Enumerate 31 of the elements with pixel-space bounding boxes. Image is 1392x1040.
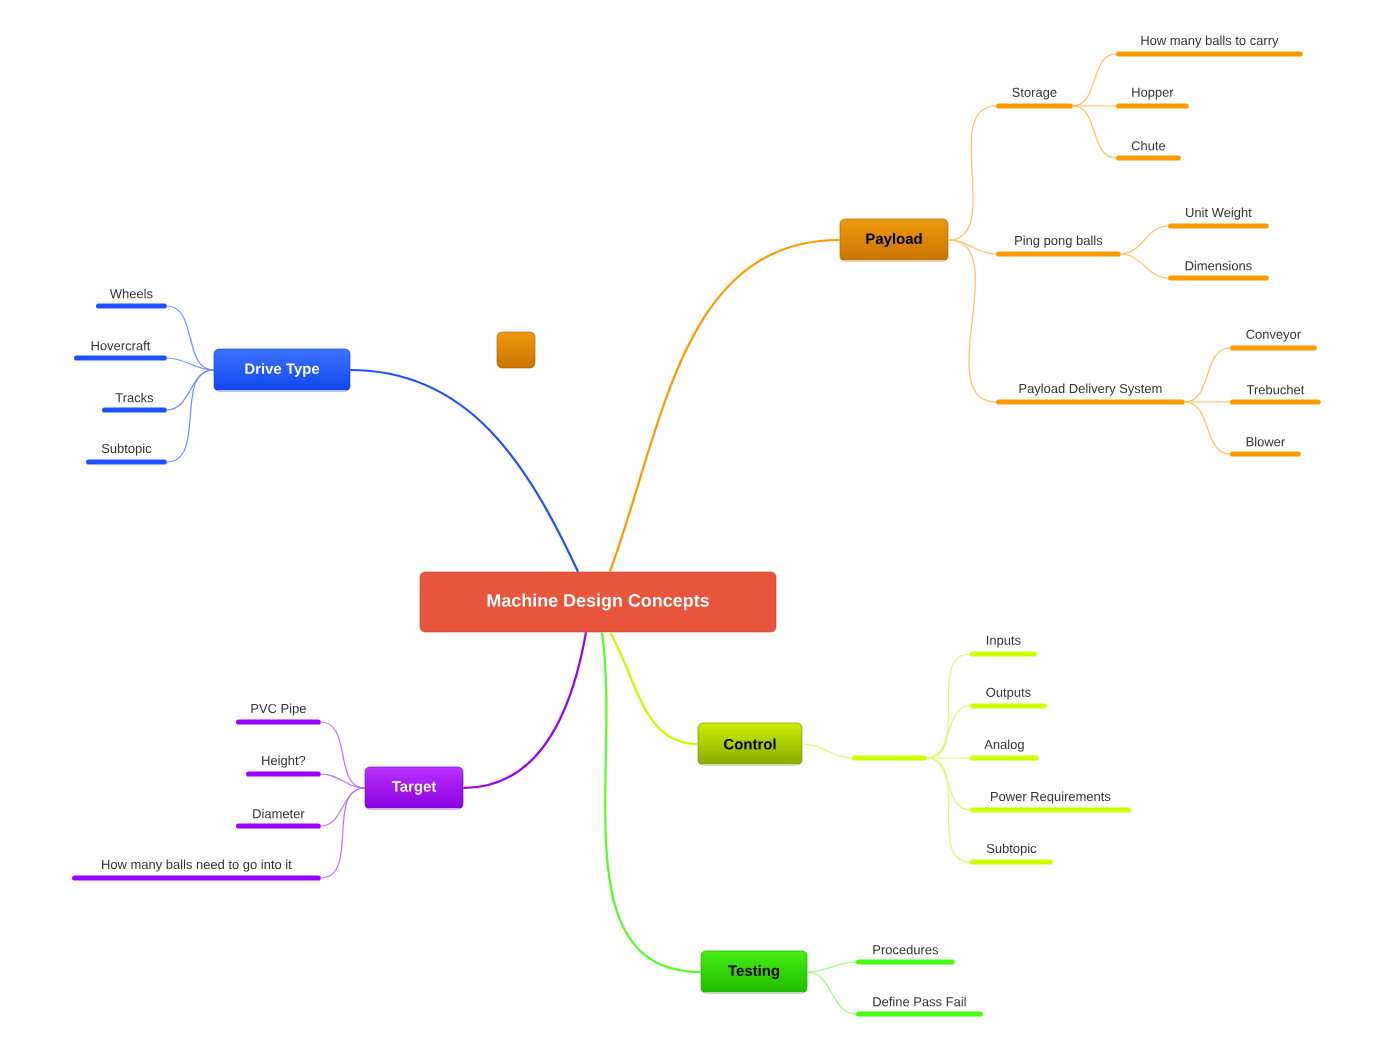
connector <box>320 787 366 879</box>
connector <box>926 757 971 863</box>
connector <box>1072 105 1117 159</box>
connector <box>926 757 971 811</box>
connector <box>320 721 366 789</box>
connector <box>600 632 701 974</box>
connector <box>166 369 215 463</box>
connector <box>608 238 840 573</box>
connector <box>1184 401 1231 403</box>
connector <box>1072 105 1117 107</box>
connector <box>801 743 853 759</box>
central-topic-box: Machine Design Concepts <box>419 571 777 633</box>
connector <box>1184 347 1231 403</box>
connector <box>947 239 997 403</box>
connector <box>463 632 588 790</box>
empty-box <box>496 331 536 369</box>
connector <box>806 971 857 1015</box>
connector <box>947 105 997 241</box>
connector <box>1072 53 1117 107</box>
connector <box>609 631 698 746</box>
connector <box>1120 253 1169 279</box>
connector <box>350 368 579 573</box>
connector <box>320 773 366 789</box>
connector <box>926 705 971 759</box>
connector <box>806 961 857 973</box>
connector <box>1120 225 1169 255</box>
connector <box>926 757 971 759</box>
topic-bar <box>852 755 927 761</box>
connector <box>320 787 366 827</box>
connector <box>166 357 215 371</box>
connector <box>1184 401 1231 455</box>
